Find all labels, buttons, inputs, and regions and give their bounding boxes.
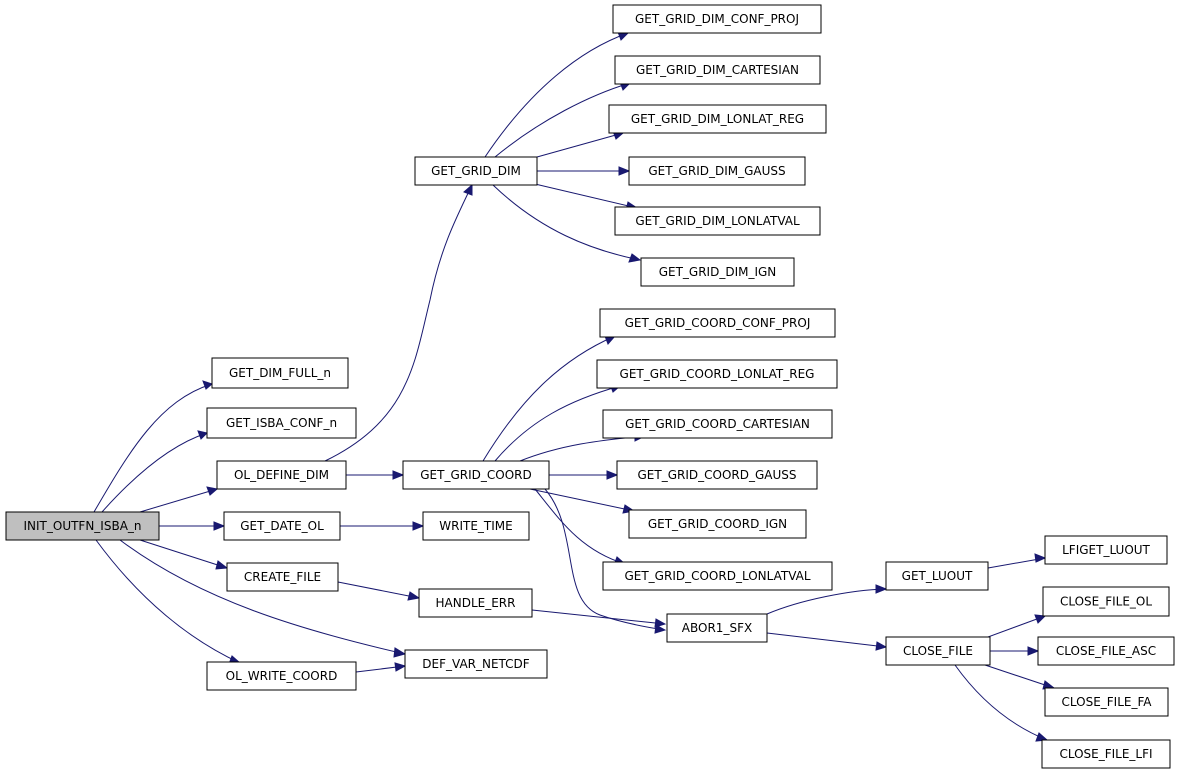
edge-get-grid-coord-to-abor1-sfx — [544, 488, 667, 634]
node-ol-define-dim[interactable]: OL_DEFINE_DIM — [216, 460, 347, 490]
edge-init-to-get-date-ol — [159, 521, 226, 531]
node-get-grid-dim-gauss[interactable]: GET_GRID_DIM_GAUSS — [628, 156, 806, 186]
edge-init-to-get-dim-full — [93, 380, 214, 513]
edge-get-grid-dim-to-lonlatval — [534, 183, 639, 211]
node-close-file-ol[interactable]: CLOSE_FILE_OL — [1042, 586, 1170, 617]
edge-ol-define-dim-to-get-grid-dim — [324, 183, 473, 462]
node-get-grid-coord[interactable]: GET_GRID_COORD — [402, 460, 550, 490]
edge-abor1-sfx-to-get-luout — [766, 584, 888, 615]
svg-text:GET_GRID_COORD_IGN: GET_GRID_COORD_IGN — [648, 517, 787, 531]
svg-text:GET_GRID_DIM_CONF_PROJ: GET_GRID_DIM_CONF_PROJ — [635, 12, 799, 26]
node-ol-write-coord[interactable]: OL_WRITE_COORD — [206, 661, 357, 691]
node-close-file-lfi[interactable]: CLOSE_FILE_LFI — [1041, 739, 1171, 769]
svg-text:CLOSE_FILE_FA: CLOSE_FILE_FA — [1062, 695, 1153, 709]
node-abor1-sfx[interactable]: ABOR1_SFX — [666, 613, 768, 643]
node-get-grid-coord-lonlatval[interactable]: GET_GRID_COORD_LONLATVAL — [602, 561, 833, 591]
svg-text:GET_GRID_COORD: GET_GRID_COORD — [420, 468, 531, 482]
edge-get-luout-to-lfiget-luout — [987, 553, 1047, 569]
svg-text:CLOSE_FILE_LFI: CLOSE_FILE_LFI — [1059, 747, 1152, 761]
edge-get-grid-coord-to-conf-proj — [482, 335, 617, 462]
edge-close-file-to-close-file-asc — [990, 646, 1040, 656]
edge-ol-define-dim-to-get-grid-coord — [346, 470, 405, 480]
node-init-outfn-isba-n[interactable]: INIT_OUTFN_ISBA_n — [5, 511, 160, 541]
svg-text:GET_GRID_COORD_LONLAT_REG: GET_GRID_COORD_LONLAT_REG — [620, 367, 815, 381]
edge-init-to-get-isba-conf — [101, 430, 208, 513]
node-get-grid-dim-lonlat-reg[interactable]: GET_GRID_DIM_LONLAT_REG — [608, 104, 827, 134]
node-close-file-fa[interactable]: CLOSE_FILE_FA — [1044, 687, 1169, 717]
svg-text:GET_GRID_COORD_GAUSS: GET_GRID_COORD_GAUSS — [638, 468, 797, 482]
svg-text:CLOSE_FILE_ASC: CLOSE_FILE_ASC — [1056, 644, 1156, 658]
svg-text:WRITE_TIME: WRITE_TIME — [439, 519, 512, 533]
edge-create-file-to-handle-err — [337, 581, 421, 601]
edge-close-file-to-close-file-fa — [984, 664, 1056, 690]
svg-text:GET_ISBA_CONF_n: GET_ISBA_CONF_n — [226, 416, 337, 430]
edge-init-to-ol-define-dim — [139, 486, 219, 513]
edge-get-grid-dim-to-lonlat-reg — [536, 130, 625, 158]
node-get-grid-dim[interactable]: GET_GRID_DIM — [414, 156, 538, 186]
edge-get-grid-coord-to-ign — [529, 488, 636, 514]
svg-text:CLOSE_FILE: CLOSE_FILE — [903, 644, 973, 658]
svg-text:GET_GRID_DIM_GAUSS: GET_GRID_DIM_GAUSS — [648, 164, 785, 178]
edge-close-file-to-close-file-ol — [987, 614, 1047, 638]
edge-get-grid-dim-to-gauss — [537, 166, 631, 176]
node-get-grid-coord-lonlat-reg[interactable]: GET_GRID_COORD_LONLAT_REG — [596, 359, 838, 389]
edge-close-file-to-close-file-lfi — [954, 664, 1049, 742]
svg-text:DEF_VAR_NETCDF: DEF_VAR_NETCDF — [422, 657, 530, 671]
edge-get-grid-coord-to-lonlatval — [534, 488, 627, 566]
svg-text:GET_GRID_COORD_CONF_PROJ: GET_GRID_COORD_CONF_PROJ — [625, 316, 811, 330]
node-create-file[interactable]: CREATE_FILE — [226, 562, 339, 592]
svg-text:GET_GRID_COORD_LONLATVAL: GET_GRID_COORD_LONLATVAL — [624, 569, 810, 583]
edge-get-date-ol-to-write-time — [340, 521, 425, 531]
node-get-date-ol[interactable]: GET_DATE_OL — [223, 511, 341, 541]
edge-init-to-ol-write-coord — [95, 539, 242, 665]
svg-text:CLOSE_FILE_OL: CLOSE_FILE_OL — [1060, 595, 1152, 609]
edge-handle-err-to-abor1-sfx — [531, 609, 667, 628]
svg-text:INIT_OUTFN_ISBA_n: INIT_OUTFN_ISBA_n — [23, 519, 141, 533]
svg-text:GET_LUOUT: GET_LUOUT — [902, 569, 973, 583]
node-get-grid-coord-conf-proj[interactable]: GET_GRID_COORD_CONF_PROJ — [599, 308, 836, 338]
svg-text:GET_GRID_DIM_LONLAT_REG: GET_GRID_DIM_LONLAT_REG — [631, 112, 804, 126]
node-get-grid-dim-conf-proj[interactable]: GET_GRID_DIM_CONF_PROJ — [612, 4, 822, 34]
edge-init-to-create-file — [139, 539, 229, 570]
node-close-file-asc[interactable]: CLOSE_FILE_ASC — [1037, 636, 1175, 666]
edge-ol-write-coord-to-def-var-netcdf — [355, 662, 407, 673]
svg-text:OL_WRITE_COORD: OL_WRITE_COORD — [226, 669, 338, 683]
node-get-grid-dim-lonlatval[interactable]: GET_GRID_DIM_LONLATVAL — [614, 206, 821, 236]
edge-get-grid-dim-to-ign — [492, 184, 642, 263]
node-get-grid-dim-cartesian[interactable]: GET_GRID_DIM_CARTESIAN — [614, 55, 821, 85]
node-get-grid-coord-ign[interactable]: GET_GRID_COORD_IGN — [628, 509, 807, 539]
svg-text:HANDLE_ERR: HANDLE_ERR — [436, 596, 516, 610]
node-def-var-netcdf[interactable]: DEF_VAR_NETCDF — [404, 649, 548, 679]
node-get-isba-conf-n[interactable]: GET_ISBA_CONF_n — [206, 407, 357, 439]
svg-text:GET_GRID_COORD_CARTESIAN: GET_GRID_COORD_CARTESIAN — [625, 417, 810, 431]
node-get-grid-coord-gauss[interactable]: GET_GRID_COORD_GAUSS — [616, 460, 818, 490]
svg-text:GET_DATE_OL: GET_DATE_OL — [240, 519, 324, 533]
svg-text:GET_GRID_DIM_IGN: GET_GRID_DIM_IGN — [659, 265, 777, 279]
svg-text:GET_DIM_FULL_n: GET_DIM_FULL_n — [229, 366, 331, 380]
node-write-time[interactable]: WRITE_TIME — [422, 511, 530, 541]
node-get-dim-full-n[interactable]: GET_DIM_FULL_n — [211, 357, 349, 389]
node-get-grid-coord-cartesian[interactable]: GET_GRID_COORD_CARTESIAN — [602, 409, 833, 439]
edge-init-to-def-var-netcdf — [119, 539, 407, 658]
svg-text:OL_DEFINE_DIM: OL_DEFINE_DIM — [234, 468, 329, 482]
svg-text:CREATE_FILE: CREATE_FILE — [244, 570, 321, 584]
svg-text:GET_GRID_DIM_LONLATVAL: GET_GRID_DIM_LONLATVAL — [635, 214, 800, 228]
node-get-luout[interactable]: GET_LUOUT — [885, 561, 989, 591]
node-close-file[interactable]: CLOSE_FILE — [885, 636, 991, 666]
node-lfiget-luout[interactable]: LFIGET_LUOUT — [1044, 535, 1168, 565]
svg-text:GET_GRID_DIM: GET_GRID_DIM — [431, 164, 521, 178]
node-get-grid-dim-ign[interactable]: GET_GRID_DIM_IGN — [640, 257, 795, 287]
node-handle-err[interactable]: HANDLE_ERR — [418, 588, 533, 618]
svg-text:GET_GRID_DIM_CARTESIAN: GET_GRID_DIM_CARTESIAN — [636, 63, 799, 77]
edge-get-grid-dim-to-conf-proj — [484, 31, 630, 158]
edge-get-grid-coord-to-gauss — [549, 470, 619, 480]
svg-text:LFIGET_LUOUT: LFIGET_LUOUT — [1062, 543, 1150, 557]
edge-abor1-sfx-to-close-file — [766, 632, 888, 651]
svg-text:ABOR1_SFX: ABOR1_SFX — [682, 621, 752, 635]
